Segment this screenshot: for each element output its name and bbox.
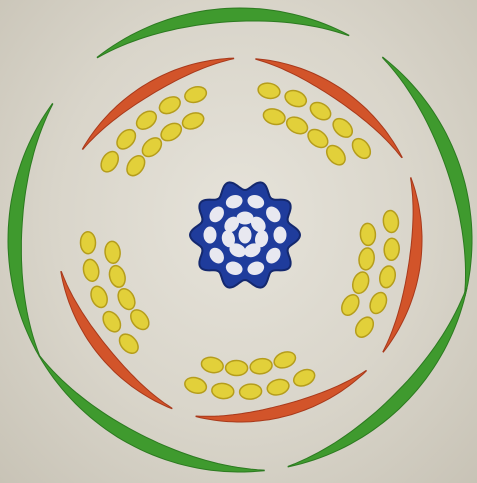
stamen-34 [249, 357, 273, 375]
stamen-24 [360, 223, 376, 246]
stamen-33 [272, 349, 298, 371]
stamen-1 [98, 148, 122, 175]
stamen-25 [358, 247, 376, 271]
petal-1 [82, 58, 233, 149]
stamen-23 [352, 314, 377, 341]
stamen-20 [384, 238, 400, 261]
stamen-45 [104, 241, 121, 264]
sepal-5 [8, 104, 53, 356]
stamen-15 [262, 107, 287, 127]
petal-5 [61, 272, 172, 409]
stamen-39 [88, 284, 110, 310]
stamen-6 [123, 152, 148, 179]
stamen-44 [107, 264, 128, 289]
stamen-11 [283, 88, 309, 110]
stamen-2 [113, 126, 139, 152]
stamen-43 [115, 286, 138, 312]
stamen-19 [382, 210, 400, 234]
stamen-4 [157, 93, 183, 116]
ovule-locule-16 [204, 227, 217, 244]
stamen-30 [239, 383, 262, 399]
sepal-2 [383, 57, 473, 296]
stamen-5 [183, 84, 208, 105]
stamen-41 [80, 232, 95, 254]
stamen-40 [82, 258, 101, 283]
stamen-32 [183, 375, 208, 396]
stamen-12 [307, 99, 334, 123]
stamen-8 [158, 120, 185, 144]
ovule-locule-11 [274, 227, 287, 244]
stamen-9 [180, 110, 206, 132]
stamen-42 [127, 306, 152, 333]
petal-3 [383, 178, 422, 352]
stamen-17 [305, 126, 332, 151]
stamen-36 [200, 355, 225, 374]
stamen-14 [349, 135, 374, 162]
stamen-29 [266, 377, 291, 397]
stamen-28 [291, 366, 317, 389]
stamen-38 [100, 308, 124, 335]
stamen-31 [211, 382, 235, 399]
stamen-22 [367, 290, 390, 316]
stamen-3 [133, 108, 160, 133]
ovule-locule-2 [237, 212, 254, 225]
stamen-26 [350, 270, 371, 296]
stamen-35 [225, 360, 247, 376]
stamen-13 [330, 115, 356, 141]
sepal-1 [97, 8, 349, 58]
gynoecium [190, 182, 300, 287]
ovule-locule-1 [239, 227, 252, 244]
stamen-16 [284, 114, 310, 137]
stamen-27 [338, 292, 362, 319]
stamen-21 [378, 264, 398, 289]
stamen-37 [116, 331, 142, 357]
stamen-10 [257, 81, 281, 100]
